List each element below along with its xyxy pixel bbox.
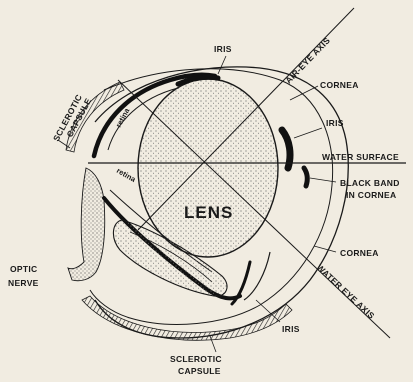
leader-cornea-right: [314, 246, 336, 252]
label-optic-nerve-line2: NERVE: [8, 278, 39, 288]
label-black-band-line2: IN CORNEA: [346, 190, 396, 200]
label-iris-right: IRIS: [326, 118, 344, 128]
label-water-eye-axis: WATER EYE AXIS: [315, 262, 377, 321]
optic-nerve: [68, 168, 105, 281]
label-water-surface: WATER SURFACE: [322, 152, 399, 162]
label-optic-nerve: OPTIC NERVE: [8, 264, 40, 288]
leader-iris-right: [294, 128, 322, 138]
label-cornea-top: CORNEA: [320, 80, 359, 90]
label-iris-top: IRIS: [214, 44, 232, 54]
label-black-band-line1: BLACK BAND: [340, 178, 400, 188]
label-cornea-right: CORNEA: [340, 248, 379, 258]
sclerotic-capsule-bottom: [82, 296, 292, 340]
label-optic-nerve-line1: OPTIC: [10, 264, 37, 274]
label-black-band: BLACK BAND IN CORNEA: [340, 178, 402, 200]
label-air-eye-axis: AIR-EYE AXIS: [283, 35, 332, 85]
label-sclerotic-bottom-line1: SCLEROTIC: [170, 354, 222, 364]
label-retina-lower: retina: [115, 166, 138, 184]
leader-cornea-top: [290, 86, 318, 100]
label-sclerotic-bottom-line2: CAPSULE: [178, 366, 221, 376]
iris-right-band: [282, 130, 290, 168]
label-iris-bottom: IRIS: [282, 324, 300, 334]
label-sclerotic-capsule-bottom: SCLEROTIC CAPSULE: [170, 354, 224, 376]
lens: [138, 79, 278, 257]
black-band-cornea: [304, 168, 307, 186]
leader-iris-top: [218, 56, 226, 74]
label-lens: LENS: [184, 203, 233, 222]
